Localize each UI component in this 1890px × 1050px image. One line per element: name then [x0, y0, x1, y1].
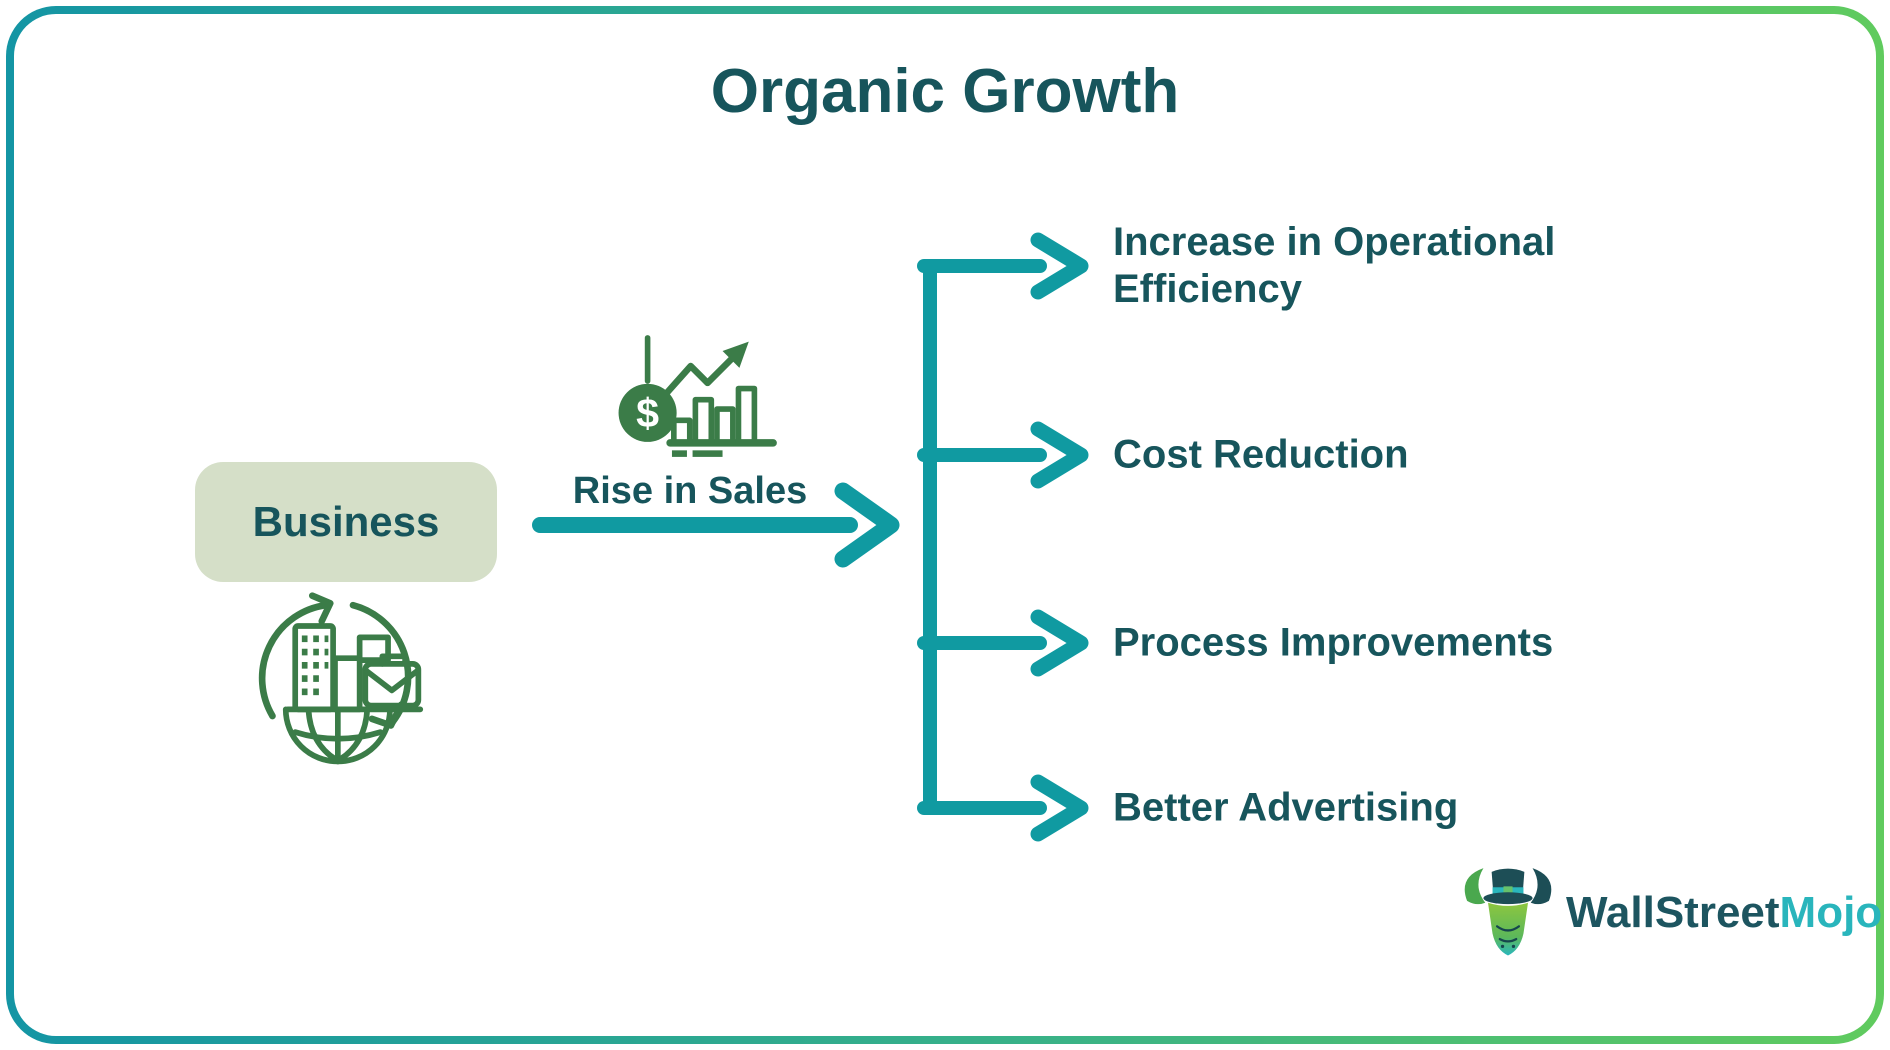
- branch-arrow-1: [917, 232, 1089, 300]
- dollar-symbol: $: [636, 390, 659, 436]
- logo-text-primary: WallStreet: [1566, 888, 1780, 937]
- branch-label-better-advertising: Better Advertising: [1113, 785, 1459, 830]
- main-arrow: [532, 482, 900, 568]
- branch-label-process-improvements: Process Improvements: [1113, 620, 1554, 665]
- page-title: Organic Growth: [710, 57, 1180, 126]
- edge-label-rise-in-sales: Rise in Sales: [572, 470, 808, 512]
- wallstreetmojo-logo: WallStreetMojo: [1458, 858, 1882, 962]
- logo-text-accent: Mojo: [1779, 888, 1883, 937]
- gradient-frame: [6, 6, 1884, 1044]
- bull-mascot-icon: [1464, 868, 1552, 956]
- logo-wordmark: WallStreetMojo: [1566, 888, 1882, 938]
- globe-business-icon: [240, 590, 430, 775]
- branch-label-operational-efficiency: Increase in Operational Efficiency: [1113, 219, 1556, 311]
- branch-arrow-2: [917, 421, 1089, 489]
- business-node: Business: [195, 462, 497, 582]
- business-node-label: Business: [252, 498, 440, 545]
- sales-growth-icon: $: [612, 330, 790, 467]
- branch-arrow-4: [917, 774, 1089, 842]
- branch-label-cost-reduction: Cost Reduction: [1113, 432, 1409, 477]
- branch-arrow-3: [917, 609, 1089, 677]
